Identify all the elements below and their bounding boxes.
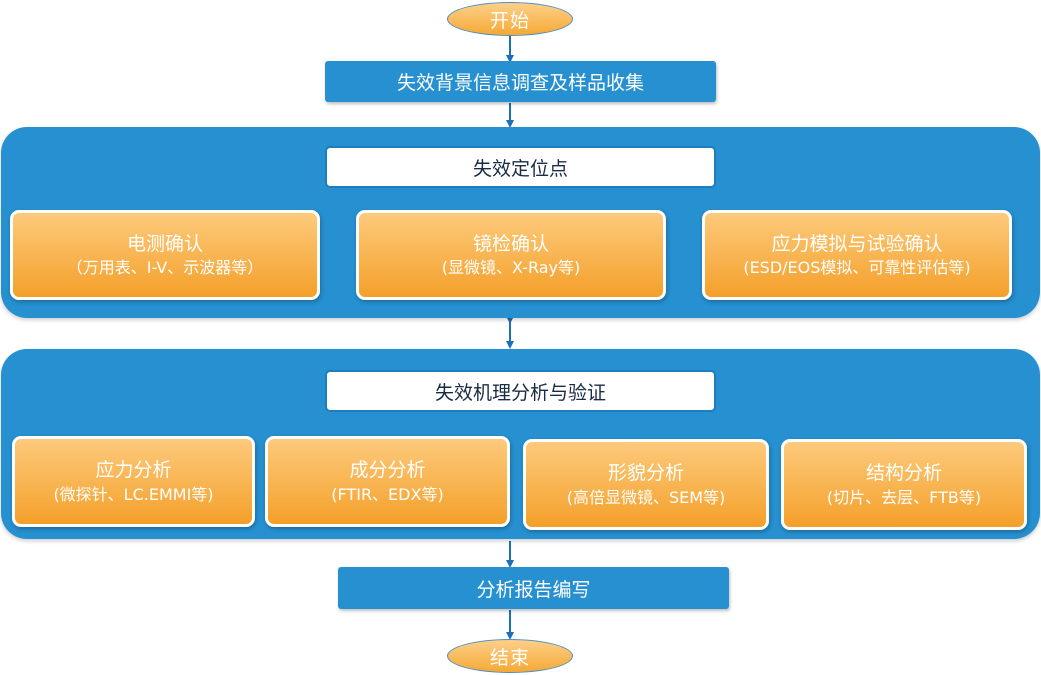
step-background-investigation: 失效背景信息调查及样品收集 <box>325 61 716 102</box>
card-title: 应力分析 <box>95 459 172 481</box>
card-title: 镜检确认 <box>472 232 549 255</box>
card-composition-analysis: 成分分析 (FTIR、EDX等) <box>265 436 510 527</box>
step-report-writing: 分析报告编写 <box>338 567 729 609</box>
card-electrical-test: 电测确认 （万用表、I-V、示波器等） <box>10 210 320 300</box>
card-stress-simulation: 应力模拟与试验确认 (ESD/EOS模拟、可靠性评估等) <box>702 210 1012 300</box>
card-subtitle: （万用表、I-V、示波器等） <box>66 258 264 278</box>
card-subtitle: (高倍显微镜、SEM等) <box>566 487 726 507</box>
card-title: 结构分析 <box>865 462 942 484</box>
end-node: 结束 <box>447 639 573 673</box>
card-title: 成分分析 <box>349 459 426 481</box>
card-subtitle: (切片、去层、FTB等) <box>826 487 982 507</box>
card-microscope-inspection: 镜检确认 (显微镜、X-Ray等) <box>356 210 666 300</box>
card-subtitle: (微探针、LC.EMMI等) <box>53 484 214 504</box>
start-node: 开始 <box>447 2 573 36</box>
card-subtitle: (ESD/EOS模拟、可靠性评估等) <box>743 258 971 278</box>
section-failure-localization-title: 失效定位点 <box>325 146 716 188</box>
card-stress-analysis: 应力分析 (微探针、LC.EMMI等) <box>12 436 255 527</box>
card-title: 形貌分析 <box>607 462 684 484</box>
card-subtitle: (FTIR、EDX等) <box>331 484 444 504</box>
card-subtitle: (显微镜、X-Ray等) <box>441 258 581 278</box>
card-structure-analysis: 结构分析 (切片、去层、FTB等) <box>781 439 1027 530</box>
card-title: 电测确认 <box>126 232 203 255</box>
card-morphology-analysis: 形貌分析 (高倍显微镜、SEM等) <box>523 439 769 530</box>
section-failure-mechanism-title: 失效机理分析与验证 <box>325 370 716 412</box>
card-title: 应力模拟与试验确认 <box>771 232 943 255</box>
